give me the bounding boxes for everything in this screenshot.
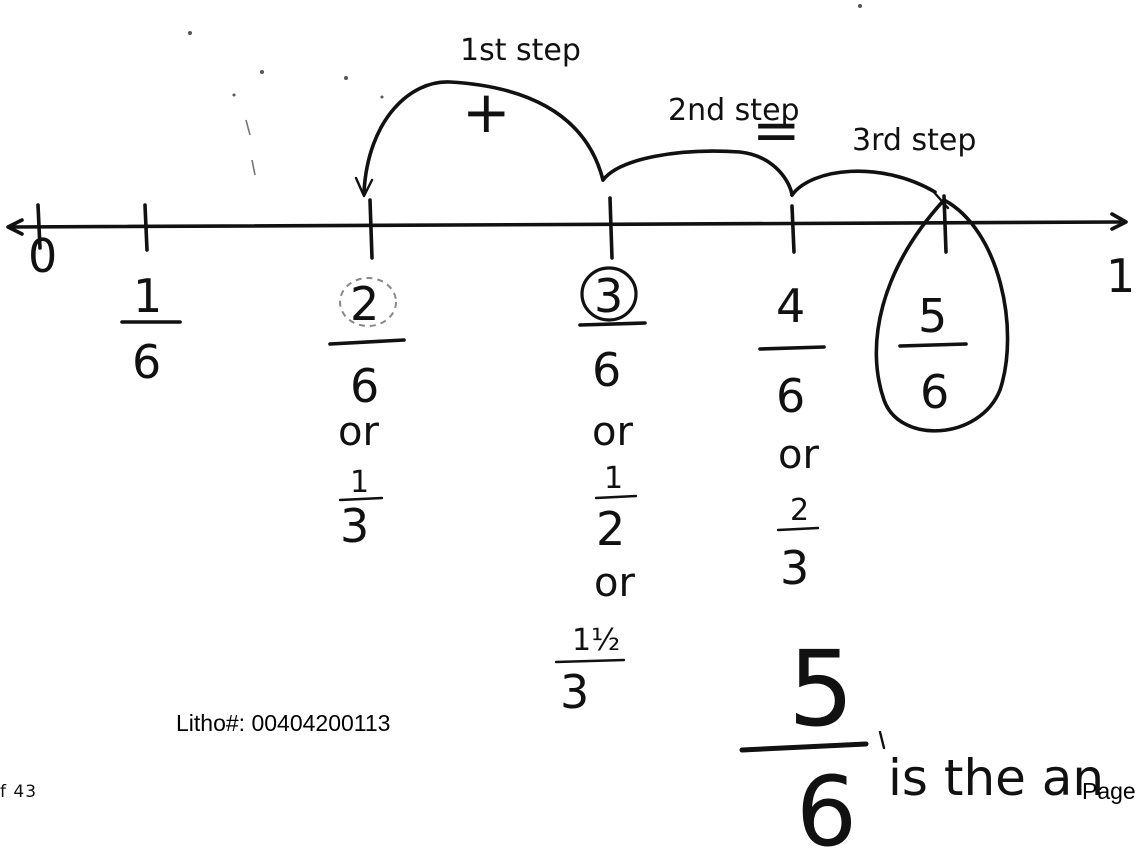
svg-text:or: or [338, 409, 379, 455]
svg-text:6: 6 [920, 365, 949, 419]
svg-text:3: 3 [560, 665, 589, 719]
svg-text:4: 4 [776, 279, 805, 333]
svg-text:or: or [778, 432, 819, 478]
tick-four-sixths [790, 204, 796, 254]
answer-statement: 5 6 is the an [739, 628, 1104, 853]
right-arrow-icon [1110, 212, 1128, 231]
svg-text:3: 3 [594, 269, 623, 323]
plus-sign: + [462, 78, 511, 146]
svg-text:or: or [594, 560, 635, 606]
svg-text:6: 6 [796, 756, 857, 853]
svg-text:6: 6 [132, 335, 161, 389]
page-count: f 43 [0, 782, 38, 802]
svg-text:6: 6 [776, 369, 805, 423]
svg-text:is the an: is the an [888, 749, 1104, 807]
svg-text:or: or [592, 409, 633, 455]
svg-text:3: 3 [340, 499, 369, 553]
number-line [6, 194, 1128, 260]
page-label: Page [1082, 778, 1136, 804]
fraction-five-sixths: 5 6 [874, 198, 1010, 433]
fraction-four-sixths: 4 6 or 2 3 [758, 279, 826, 595]
tick-three-sixths [608, 196, 614, 260]
step2-label: 2nd step [668, 93, 800, 128]
tick-one-sixth [143, 203, 149, 252]
label-one: 1 [1106, 249, 1135, 303]
litho-number: Litho#: 00404200113 [176, 710, 391, 736]
tick-two-sixths [368, 198, 374, 260]
left-arrow-icon [6, 218, 24, 236]
svg-text:1: 1 [133, 269, 162, 323]
svg-text:3: 3 [780, 541, 809, 595]
label-zero: 0 [28, 229, 57, 283]
svg-text:2: 2 [790, 493, 809, 528]
step3-label: 3rd step [852, 123, 976, 158]
svg-text:5: 5 [788, 628, 854, 750]
step1-label: 1st step [460, 33, 581, 68]
svg-text:1½: 1½ [572, 623, 620, 658]
equals-sign: = [752, 96, 801, 164]
fraction-one-sixth: 1 6 [120, 269, 182, 389]
svg-text:6: 6 [592, 343, 621, 397]
scan-specks [188, 4, 862, 176]
svg-text:6: 6 [350, 359, 379, 413]
tick-zero [36, 203, 42, 250]
step-arcs [354, 80, 950, 210]
fraction-two-sixths: 2 6 or 1 3 [328, 277, 406, 553]
svg-text:2: 2 [350, 277, 379, 331]
svg-text:5: 5 [918, 289, 947, 343]
svg-text:1: 1 [604, 461, 623, 496]
svg-text:2: 2 [596, 502, 625, 556]
svg-text:1: 1 [350, 465, 369, 500]
fraction-three-sixths: 3 6 or 1 2 or 1½ 3 [554, 266, 647, 719]
